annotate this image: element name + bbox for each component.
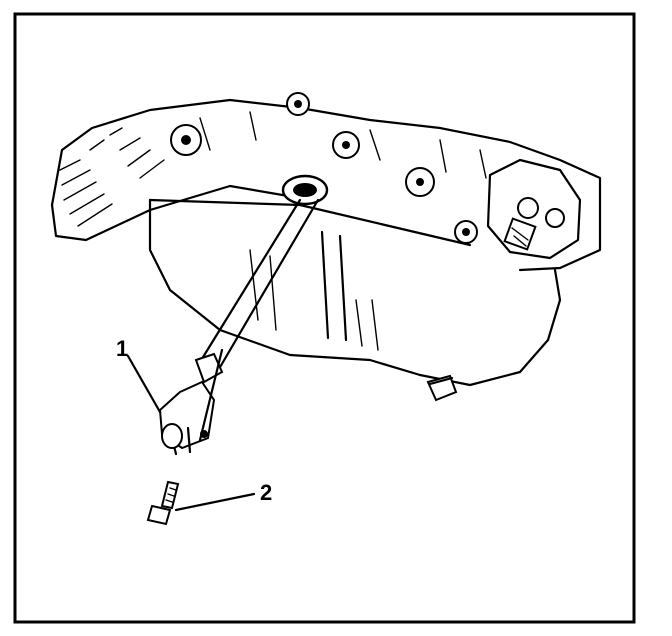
diagram-frame (13, 12, 636, 624)
callout-2: 2 (174, 480, 272, 512)
oil-pan (148, 198, 562, 402)
callout-2-label: 2 (260, 480, 272, 505)
bolt (146, 480, 180, 526)
callout-1-label: 1 (116, 336, 128, 361)
callout-1: 1 (116, 336, 162, 414)
engine-block (50, 92, 602, 272)
indicator-tube (158, 174, 329, 456)
